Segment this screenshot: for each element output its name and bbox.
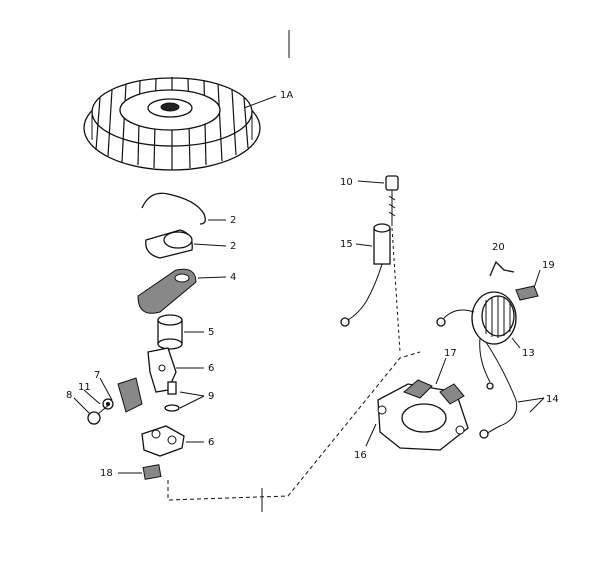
- leader-13: [511, 337, 521, 349]
- label-1a: 1A: [280, 90, 293, 101]
- leader-14b: [529, 397, 545, 413]
- condenser-part: [340, 223, 391, 327]
- label-13: 13: [522, 348, 535, 359]
- screw-washer-part: [164, 381, 180, 412]
- nut-part: [102, 398, 114, 410]
- leader-14a: [517, 397, 545, 403]
- label-10: 10: [340, 177, 353, 188]
- leader-16: [365, 423, 377, 447]
- leader-1a: [243, 95, 277, 109]
- label-17: 17: [444, 348, 457, 359]
- label-6b: 6: [208, 437, 214, 448]
- screw-part-8: [87, 403, 111, 425]
- points-block-part: [117, 377, 143, 413]
- label-2a: 2: [230, 215, 236, 226]
- leader-15: [355, 243, 373, 247]
- leader-4: [197, 276, 227, 279]
- wire-clip-part: [489, 260, 515, 277]
- gasket-plate-part: [137, 268, 197, 314]
- leader-11: [83, 389, 101, 405]
- leader-10: [357, 180, 385, 184]
- label-20: 20: [492, 242, 505, 253]
- label-6a: 6: [208, 363, 214, 374]
- small-clip-part: [142, 464, 162, 480]
- label-9: 9: [208, 391, 214, 402]
- base-plate-part: [141, 425, 185, 457]
- leader-19: [533, 269, 541, 289]
- ignition-coil-part: [436, 291, 517, 390]
- leader-17: [435, 357, 447, 385]
- label-14: 14: [546, 394, 559, 405]
- label-8: 8: [66, 390, 72, 401]
- lead-wire-terminal: [479, 429, 489, 439]
- flywheel-part: [83, 77, 261, 171]
- leader-9a: [179, 391, 205, 397]
- label-7: 7: [94, 370, 100, 381]
- label-4: 4: [230, 272, 236, 283]
- leader-7: [99, 377, 113, 401]
- spring-clip-part: [141, 192, 206, 225]
- label-15: 15: [340, 239, 353, 250]
- label-18: 18: [100, 468, 113, 479]
- lead-wire-part: [485, 341, 518, 435]
- cup-part: [145, 229, 193, 259]
- leader-2b: [193, 243, 227, 247]
- condenser-alignment-line: [391, 227, 401, 353]
- tab-part: [515, 285, 539, 301]
- armature-housing-part: [377, 379, 469, 451]
- ground-wire-path: [167, 351, 421, 501]
- sleeve-part: [157, 314, 183, 350]
- leader-9b: [179, 395, 205, 409]
- label-5: 5: [208, 327, 214, 338]
- label-2b: 2: [230, 241, 236, 252]
- label-11: 11: [78, 382, 91, 393]
- leader-8: [73, 397, 91, 415]
- bolt-part: [385, 175, 399, 226]
- label-16: 16: [354, 450, 367, 461]
- label-19: 19: [542, 260, 555, 271]
